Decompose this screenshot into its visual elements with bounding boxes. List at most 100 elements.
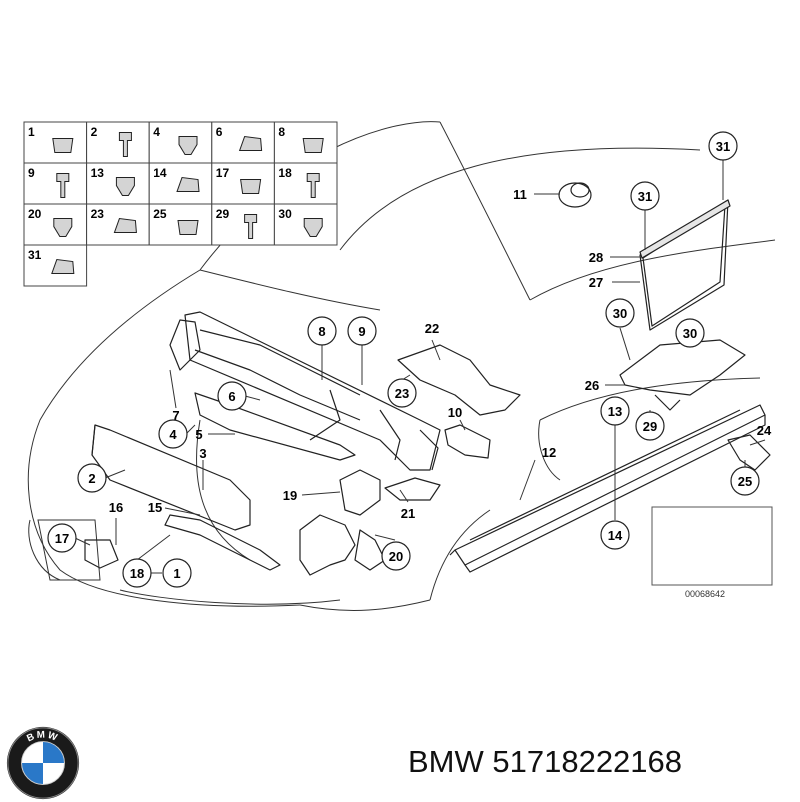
callout-1: 1 (162, 558, 192, 588)
callout-17: 17 (47, 523, 77, 553)
grid-cell-14: 14 (148, 162, 213, 205)
callout-8: 8 (307, 316, 337, 346)
callout-4: 4 (158, 419, 188, 449)
grid-cell-30: 30 (273, 203, 338, 246)
svg-text:26: 26 (585, 378, 599, 393)
grid-cell-6: 6 (211, 121, 275, 164)
callout-19: 19 (283, 488, 297, 503)
grid-cell-31: 31 (23, 244, 88, 287)
grid-cell-8: 8 (273, 121, 338, 164)
grid-cell-number: 2 (91, 125, 98, 139)
grid-cell-18: 18 (273, 162, 338, 205)
callout-31-top: 31 (708, 131, 738, 161)
svg-text:12: 12 (542, 445, 556, 460)
svg-text:19: 19 (283, 488, 297, 503)
callout-24: 24 (757, 423, 772, 438)
callout-26: 26 (585, 378, 599, 393)
callout-13: 13 (600, 396, 630, 426)
fastener-icon (115, 177, 135, 197)
grid-cell-23: 23 (86, 203, 150, 246)
car-body-outline (27, 121, 776, 611)
fastener-icon (113, 218, 137, 234)
grid-cell-number: 18 (278, 166, 292, 180)
grid-cell-number: 9 (28, 166, 35, 180)
svg-text:17: 17 (55, 531, 69, 546)
svg-text:23: 23 (395, 386, 409, 401)
fastener-icon (118, 132, 132, 158)
grid-cell-9: 9 (23, 162, 88, 205)
cap-11 (558, 182, 592, 208)
svg-text:28: 28 (589, 250, 603, 265)
callout-14: 14 (600, 520, 630, 550)
callout-25: 25 (730, 466, 760, 496)
callout-20: 20 (381, 541, 411, 571)
grid-cell-29: 29 (211, 203, 275, 246)
grid-cell-20: 20 (23, 203, 88, 246)
fastener-icon (303, 218, 323, 238)
grid-cell-17: 17 (211, 162, 275, 205)
grid-cell-1: 1 (23, 121, 88, 164)
fastener-icon (178, 136, 198, 156)
callout-30-right: 30 (675, 318, 705, 348)
svg-text:8: 8 (318, 324, 325, 339)
reference-number: 00068642 (685, 589, 725, 599)
svg-text:2: 2 (88, 471, 95, 486)
grid-cell-25: 25 (148, 203, 213, 246)
grid-cell-number: 29 (216, 207, 230, 221)
fastener-icon (306, 173, 320, 199)
svg-text:16: 16 (109, 500, 123, 515)
callout-23: 23 (387, 378, 417, 408)
grid-cell-number: 31 (28, 248, 42, 262)
callout-7: 7 (172, 408, 179, 423)
svg-text:9: 9 (358, 324, 365, 339)
callout-27: 27 (589, 275, 603, 290)
callout-5: 5 (195, 427, 202, 442)
svg-text:29: 29 (643, 419, 657, 434)
callout-12: 12 (542, 445, 556, 460)
bracket-24 (727, 434, 771, 471)
fastener-icon (51, 259, 75, 275)
svg-text:27: 27 (589, 275, 603, 290)
svg-text:15: 15 (148, 500, 162, 515)
callout-10: 10 (448, 405, 462, 420)
svg-text:31: 31 (716, 139, 730, 154)
fastener-icon (302, 138, 324, 154)
svg-text:20: 20 (389, 549, 403, 564)
svg-text:3: 3 (199, 446, 206, 461)
callout-11: 11 (513, 187, 527, 202)
svg-text:5: 5 (195, 427, 202, 442)
bracket-10 (444, 424, 491, 459)
grid-cell-number: 23 (91, 207, 105, 221)
fastener-icon (176, 177, 200, 193)
grid-cell-number: 25 (153, 207, 167, 221)
grid-cell-number: 20 (28, 207, 42, 221)
grid-cell-4: 4 (148, 121, 213, 164)
grid-cell-number: 1 (28, 125, 35, 139)
reference-box: 00068642 (651, 506, 773, 599)
front-carrier-frame (169, 311, 441, 471)
grid-cell-number: 8 (278, 125, 285, 139)
svg-text:30: 30 (613, 306, 627, 321)
callout-18: 18 (122, 558, 152, 588)
callout-2: 2 (77, 463, 107, 493)
svg-text:22: 22 (425, 321, 439, 336)
cross-member (397, 344, 521, 416)
part-number-caption: BMW 51718222168 (408, 744, 683, 779)
fastener-icon (52, 138, 74, 154)
wheel-arch-liner (299, 469, 441, 576)
svg-text:21: 21 (401, 506, 415, 521)
fastener-icon (240, 179, 262, 195)
fastener-icon (56, 173, 70, 199)
callout-29: 29 (635, 411, 665, 441)
bmw-logo: BMW (6, 726, 80, 800)
fastener-icon (238, 136, 263, 152)
callout-16: 16 (109, 500, 123, 515)
svg-text:4: 4 (169, 427, 177, 442)
svg-text:1: 1 (173, 566, 180, 581)
callout-9: 9 (347, 316, 377, 346)
svg-text:30: 30 (683, 326, 697, 341)
svg-text:18: 18 (130, 566, 144, 581)
grid-cell-number: 6 (216, 125, 223, 139)
svg-text:31: 31 (638, 189, 652, 204)
